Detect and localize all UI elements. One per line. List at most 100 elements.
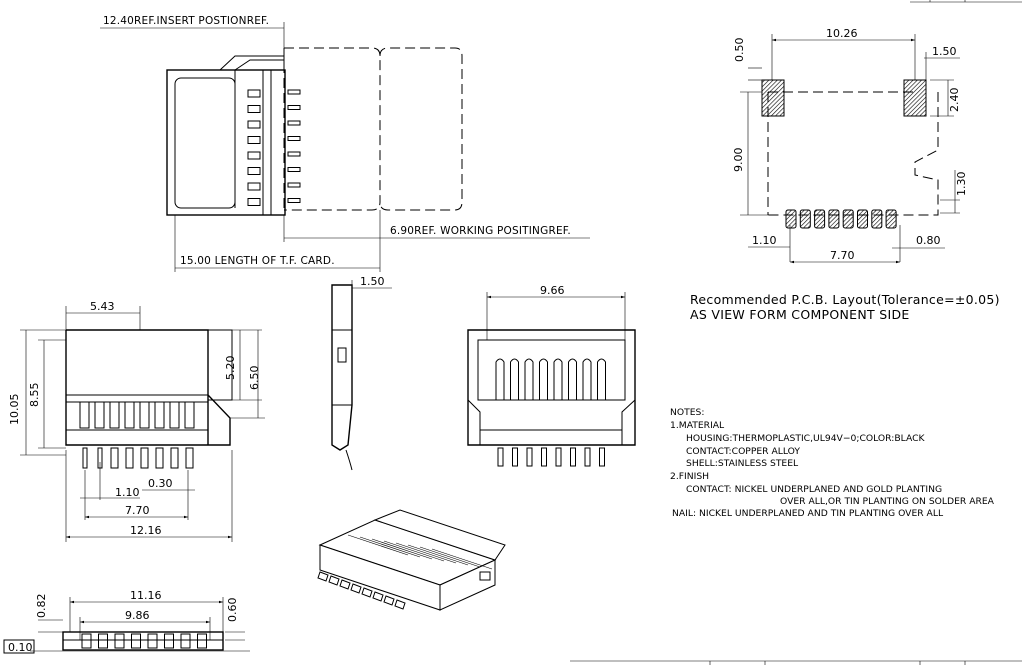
end-solder-tail bbox=[584, 447, 591, 467]
pcb-signal-pad bbox=[785, 209, 797, 229]
iso-solder-tail bbox=[361, 587, 373, 598]
end-view: 9.66 bbox=[467, 284, 636, 467]
front-contact bbox=[154, 401, 165, 429]
notes-contact-finish-2: OVER ALL,OR TIN PLANTING ON SOLDER AREA bbox=[780, 496, 995, 507]
front-view: 5.43 10.05 8.55 5.20 6.50 1.10 0.30 7.70… bbox=[8, 300, 265, 542]
front-110-dim: 1.10 bbox=[115, 486, 140, 499]
front-solder-tail bbox=[185, 447, 194, 469]
top-contact-tip bbox=[287, 136, 301, 141]
bottom-contact bbox=[197, 633, 207, 649]
iso-contact-slot bbox=[347, 534, 409, 556]
front-solder-tail bbox=[125, 447, 134, 469]
end-contact bbox=[582, 358, 592, 400]
front-solder-tail bbox=[110, 447, 119, 469]
top-contact-tip bbox=[287, 120, 301, 126]
notes-finish: 2.FINISH bbox=[670, 471, 709, 482]
end-solder-tail bbox=[599, 447, 605, 467]
top-contact bbox=[247, 105, 261, 113]
pcb-signal-pad bbox=[871, 209, 883, 229]
pcb-caption-line1: Recommended P.C.B. Layout(Tolerance=±0.0… bbox=[690, 292, 1000, 307]
end-contact bbox=[597, 358, 606, 400]
front-contact bbox=[94, 401, 105, 429]
pcb-signal-pad bbox=[842, 209, 854, 229]
top-contact bbox=[247, 182, 261, 191]
end-solder-tail bbox=[541, 447, 547, 467]
pcb-caption-line2: AS VIEW FORM COMPONENT SIDE bbox=[690, 307, 910, 322]
pcb-pad-left bbox=[761, 79, 785, 117]
iso-contact-slot bbox=[431, 548, 493, 570]
front-solder-tail bbox=[82, 447, 88, 469]
iso-contact-slot bbox=[419, 546, 481, 568]
notes-housing: HOUSING:THERMOPLASTIC,UL94V−0;COLOR:BLAC… bbox=[686, 433, 925, 444]
end-contact bbox=[568, 358, 577, 400]
top-contact-tip bbox=[287, 105, 301, 110]
flatness-value: 0.10 bbox=[8, 641, 33, 654]
notes-material: 1.MATERIAL bbox=[670, 420, 725, 431]
front-solder-tail bbox=[170, 447, 179, 469]
title-block-fragment bbox=[570, 0, 1022, 665]
end-contact bbox=[495, 358, 505, 400]
top-contact-tip bbox=[287, 167, 301, 172]
bottom-contact bbox=[164, 633, 174, 649]
iso-solder-tail bbox=[328, 575, 340, 586]
insert-position-label: 12.40REF.INSERT POSTIONREF. bbox=[103, 15, 269, 27]
front-solder-tail bbox=[140, 447, 149, 469]
top-contact bbox=[247, 120, 261, 129]
bottom-986-dim: 9.86 bbox=[125, 609, 150, 622]
iso-contact-slot bbox=[371, 538, 433, 560]
pcb-pad-width-dim: 1.50 bbox=[932, 45, 957, 58]
end-solder-tail bbox=[555, 447, 562, 467]
bottom-contact bbox=[131, 633, 141, 649]
front-contact bbox=[169, 401, 180, 429]
front-contact bbox=[139, 401, 150, 429]
front-contact bbox=[109, 401, 120, 429]
pcb-signal-pad bbox=[857, 209, 868, 229]
top-contact bbox=[247, 167, 261, 175]
working-position-label: 6.90REF. WORKING POSITINGREF. bbox=[390, 225, 571, 237]
top-contact bbox=[247, 198, 261, 206]
pcb-signal-pad bbox=[814, 209, 826, 229]
top-contact bbox=[247, 151, 261, 160]
pcb-pitch-dim: 0.80 bbox=[916, 234, 941, 247]
notes-contact-finish-1: CONTACT: NICKEL UNDERPLANED AND GOLD PLA… bbox=[686, 484, 942, 495]
notes-shell: SHELL:STAINLESS STEEL bbox=[686, 458, 799, 469]
front-contact bbox=[184, 401, 195, 429]
pcb-width-dim: 10.26 bbox=[826, 27, 858, 40]
iso-solder-tail bbox=[350, 583, 362, 594]
bottom-contact bbox=[81, 633, 92, 649]
top-contact-tip bbox=[287, 89, 301, 95]
iso-contact-slot bbox=[407, 544, 469, 566]
front-855-dim: 8.55 bbox=[28, 383, 41, 408]
front-contact bbox=[124, 401, 135, 429]
side-view: 1.50 bbox=[331, 275, 392, 471]
front-650-dim: 6.50 bbox=[248, 366, 261, 391]
front-520-dim: 5.20 bbox=[224, 356, 237, 381]
bottom-contact bbox=[98, 633, 108, 649]
bottom-060-dim: 0.60 bbox=[226, 598, 239, 623]
side-150-dim: 1.50 bbox=[360, 275, 385, 288]
front-543-dim: 5.43 bbox=[90, 300, 115, 313]
end-contact bbox=[539, 358, 548, 400]
end-solder-tail bbox=[570, 447, 576, 467]
iso-contact-slot bbox=[383, 540, 445, 562]
notes-nail-finish: NAIL: NICKEL UNDERPLANED AND TIN PLANTIN… bbox=[672, 508, 944, 519]
end-contact bbox=[510, 358, 519, 400]
end-solder-tail bbox=[512, 447, 518, 467]
top-contact bbox=[247, 89, 261, 98]
iso-contact-slot bbox=[395, 542, 457, 564]
pcb-pad-right bbox=[903, 79, 927, 117]
iso-solder-tail bbox=[372, 591, 384, 602]
front-030-dim: 0.30 bbox=[148, 477, 173, 490]
end-contact bbox=[524, 358, 534, 400]
front-770-dim: 7.70 bbox=[125, 504, 150, 517]
notes-block: NOTES: 1.MATERIAL HOUSING:THERMOPLASTIC,… bbox=[670, 407, 995, 519]
pcb-pad-height-dim: 2.40 bbox=[948, 88, 961, 113]
bottom-contact bbox=[114, 633, 125, 649]
bottom-view: 11.16 9.86 0.82 0.60 0.10 bbox=[3, 589, 250, 654]
bottom-082-dim: 0.82 bbox=[35, 594, 48, 619]
iso-solder-tail bbox=[317, 571, 329, 582]
pcb-height-dim: 9.00 bbox=[732, 148, 745, 173]
pcb-gap-dim: 1.30 bbox=[955, 172, 968, 197]
iso-solder-tail bbox=[383, 595, 395, 606]
